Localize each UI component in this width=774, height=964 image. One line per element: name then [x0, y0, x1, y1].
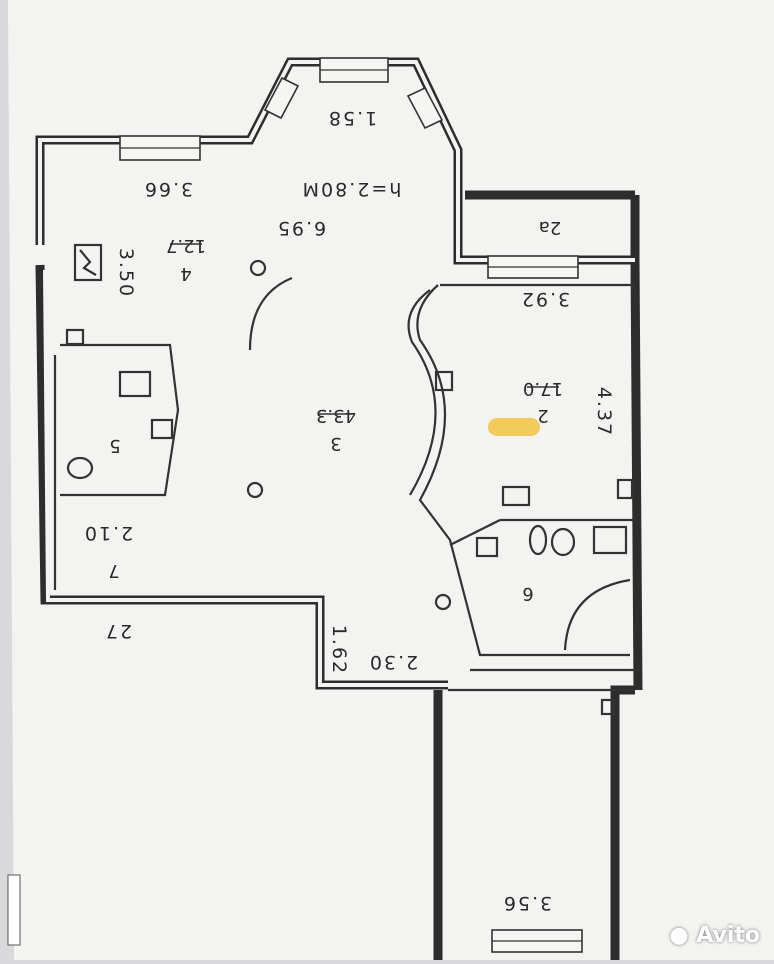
room-4-area: 12.7	[166, 235, 206, 256]
dimension-labels: 1.58 3.66 h=2.80M 6.95 3.50 3.92 4.37 2.…	[83, 107, 615, 914]
window-bay-right	[406, 86, 444, 130]
washer-icon	[118, 370, 152, 398]
sink-2-icon	[475, 536, 499, 558]
dim-2-10: 2.10	[83, 522, 133, 544]
room-labels: 2a 12.7 4 43.3 3 17.0 2 5 6 7	[108, 217, 563, 604]
dim-4-37: 4.37	[593, 387, 615, 437]
dim-1-58: 1.58	[327, 107, 377, 129]
dim-3-50: 3.50	[115, 248, 137, 298]
dim-3-92: 3.92	[520, 288, 570, 310]
door-stop-icon	[616, 478, 634, 500]
column-2	[246, 481, 264, 499]
room-3-area: 43.3	[316, 405, 356, 426]
dim-27: 27	[104, 620, 132, 642]
avito-watermark: ● Avito	[669, 923, 760, 948]
watermark-dot-icon: ●	[669, 923, 689, 948]
column-3	[434, 593, 452, 611]
window-bay-left	[263, 76, 300, 120]
dim-height: h=2.80M	[301, 178, 402, 200]
sink-icon	[150, 418, 174, 440]
dim-3-56: 3.56	[502, 892, 552, 914]
switch-icon	[434, 370, 454, 392]
room-2-number: 2	[537, 405, 548, 426]
room-2a-label: 2a	[539, 217, 561, 238]
room-7-label: 7	[108, 560, 119, 581]
arc-partition	[248, 276, 293, 351]
watermark-text: Avito	[696, 923, 760, 948]
dim-1-62: 1.62	[328, 625, 350, 675]
shaft-icon	[501, 485, 531, 507]
cabinet-icon	[592, 525, 628, 555]
room-3-number: 3	[330, 433, 341, 454]
dim-2-30: 2.30	[368, 651, 418, 673]
door-swing	[563, 578, 631, 651]
paper-sheet	[8, 0, 774, 960]
outlet-icon	[65, 328, 85, 346]
dim-6-95: 6.95	[276, 217, 326, 239]
windows	[119, 57, 583, 953]
paper-edge-tab	[7, 874, 21, 946]
bathtub-drain-icon	[550, 527, 576, 557]
dim-3-66: 3.66	[143, 178, 193, 200]
highlight-mark	[488, 418, 540, 436]
room-2-area: 17.0	[523, 378, 563, 399]
room-4-number: 4	[180, 263, 191, 284]
fixtures	[65, 243, 634, 716]
vent-icon	[600, 698, 616, 716]
boiler-icon	[73, 243, 103, 282]
toilet-2-icon	[528, 524, 548, 556]
toilet-icon	[66, 456, 94, 480]
room-5-label: 5	[109, 435, 120, 456]
room-6-label: 6	[522, 583, 533, 604]
column-1	[249, 259, 267, 277]
